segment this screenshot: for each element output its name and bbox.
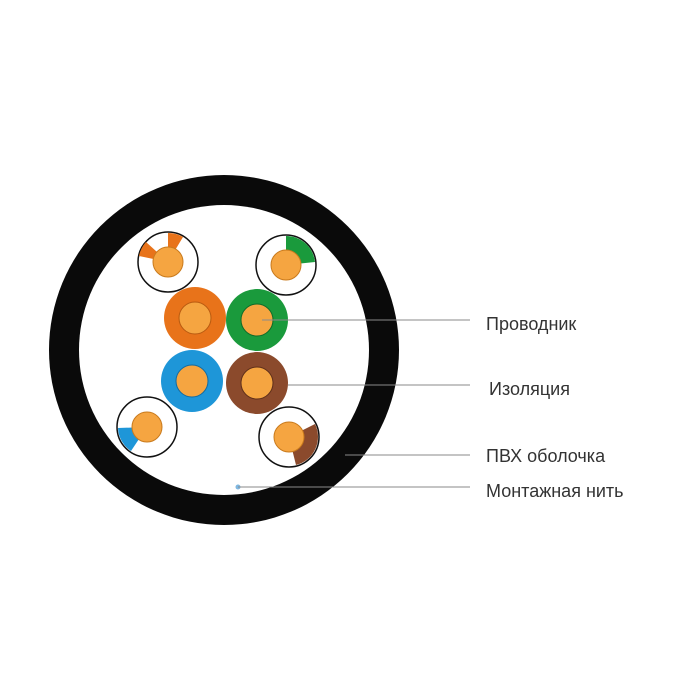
conductor-white-brown (258, 406, 320, 468)
conductor-white-blue (116, 396, 178, 458)
label-ripcord: Монтажная нить (486, 481, 624, 501)
conductor-orange (164, 287, 226, 349)
jacket-inner-space (79, 205, 369, 495)
conductor-white-green (255, 234, 317, 296)
conductor-green (226, 289, 288, 351)
conductor-brown (226, 352, 288, 414)
label-insulation: Изоляция (489, 379, 570, 399)
conductor-blue (161, 350, 223, 412)
label-jacket: ПВХ оболочка (486, 446, 606, 466)
conductor-white-orange (137, 231, 199, 293)
label-conductor: Проводник (486, 314, 576, 334)
